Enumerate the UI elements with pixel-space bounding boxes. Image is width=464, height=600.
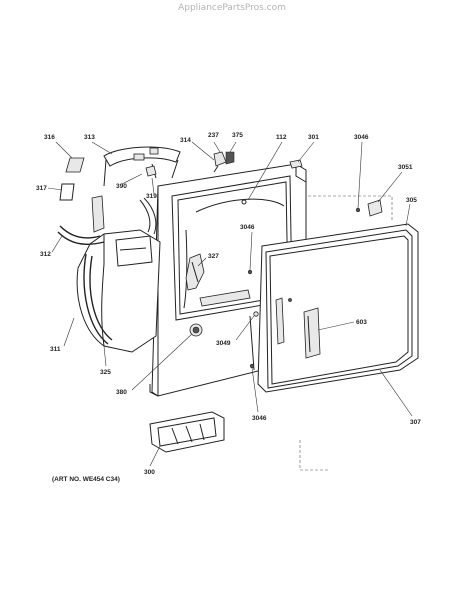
label-313: 313: [84, 134, 95, 141]
front-bulkhead: [57, 195, 161, 353]
lint-filter: [149, 411, 225, 453]
label-375: 375: [232, 132, 243, 139]
label-3049: 3049: [216, 340, 231, 347]
label-325: 325: [100, 369, 111, 376]
lamp-lens: [59, 157, 85, 201]
hinge-pin: [253, 311, 259, 317]
label-311: 311: [50, 346, 61, 353]
label-300: 300: [144, 469, 155, 476]
label-312: 312: [40, 251, 51, 258]
label-316: 316: [44, 134, 55, 141]
label-3046-top: 3046: [354, 134, 369, 141]
label-301: 301: [308, 134, 319, 141]
leader-lines: [47, 141, 413, 467]
screw-mid: [247, 269, 253, 275]
label-319: 319: [146, 193, 157, 200]
door-switch: [185, 253, 205, 291]
screw-bottom: [249, 363, 255, 369]
label-112: 112: [276, 134, 287, 141]
lint-duct-ring: [103, 146, 181, 187]
door-hinge: [355, 199, 383, 217]
control-knob: [189, 323, 203, 337]
label-314: 314: [180, 137, 191, 144]
label-305: 305: [406, 197, 417, 204]
label-390: 390: [116, 183, 127, 190]
rear-cabinet-outline: [298, 195, 393, 471]
label-3046-mid: 3046: [240, 224, 255, 231]
watermark: AppliancePartsPros.com: [178, 3, 286, 13]
label-380: 380: [116, 389, 127, 396]
label-3046-bottom: 3046: [252, 415, 267, 422]
label-307: 307: [410, 419, 421, 426]
door-assembly: [257, 223, 419, 393]
label-237: 237: [208, 132, 219, 139]
part-labels: 316 313 317 312 390 319 314 237 375 112 …: [36, 132, 421, 476]
label-327: 327: [208, 253, 219, 260]
label-603: 603: [356, 319, 367, 326]
lamp-socket: [213, 151, 235, 173]
label-3051: 3051: [398, 164, 413, 171]
label-317: 317: [36, 185, 47, 192]
art-number: (ART NO. WE454 C34): [52, 476, 120, 483]
